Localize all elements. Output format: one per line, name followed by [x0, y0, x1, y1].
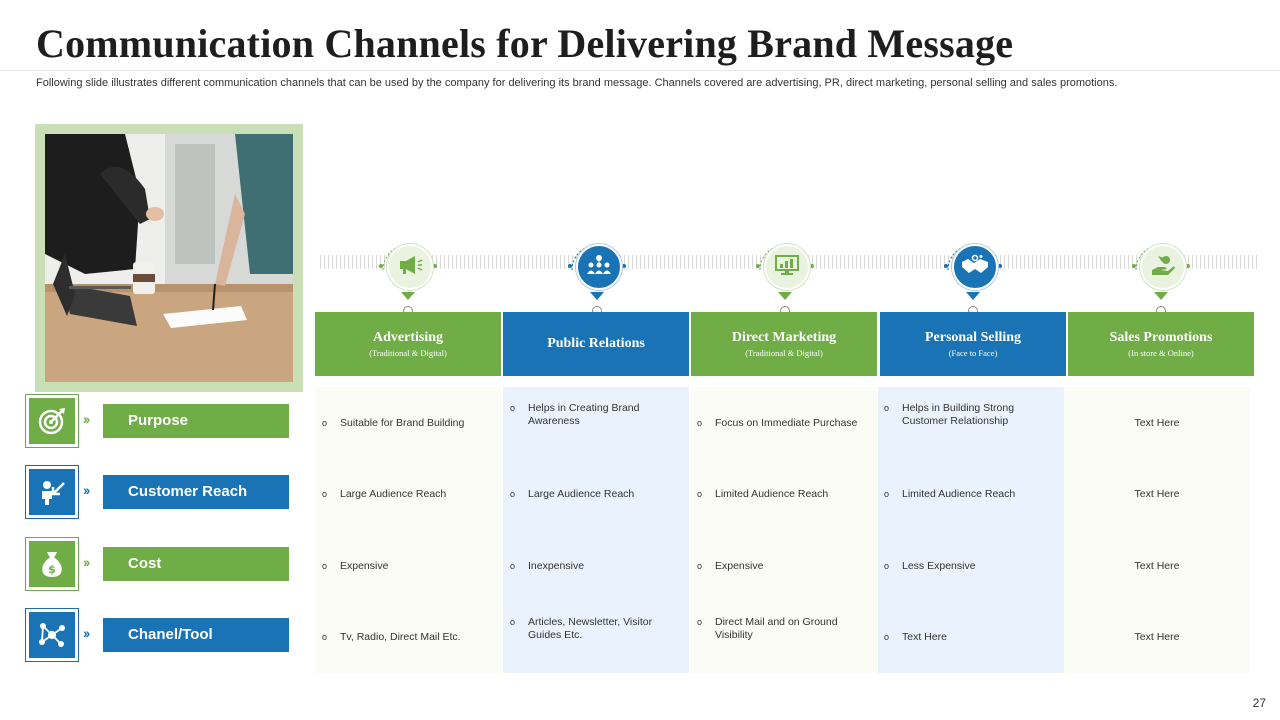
- slide-title: Communication Channels for Delivering Br…: [36, 21, 1014, 66]
- target-icon: [29, 398, 75, 444]
- purpose-icon-box: [25, 394, 79, 448]
- channel-icon-advertising: [377, 236, 439, 316]
- customer-reach-icon-box: [25, 465, 79, 519]
- bullet-icon: o: [697, 617, 703, 627]
- hand-money-icon: [1150, 254, 1176, 281]
- table-cell: Text Here: [1134, 416, 1180, 429]
- table-cell: Text Here: [1134, 487, 1180, 500]
- page-number: 27: [1252, 696, 1266, 710]
- channel-title: Personal Selling: [924, 330, 1022, 345]
- channel-header-advertising: Advertising (Traditional & Digital): [315, 312, 501, 376]
- channel-icon-public-relations: [566, 236, 628, 316]
- bullet-icon: o: [884, 488, 890, 499]
- bullet-icon: o: [322, 560, 328, 571]
- criteria-label: Cost: [103, 547, 289, 581]
- slide-subtitle: Following slide illustrates different co…: [36, 77, 1118, 89]
- criteria-channel-tool: ›› Chanel/Tool: [25, 608, 290, 662]
- business-meeting-photo: [45, 134, 293, 382]
- person-reach-icon: [29, 469, 75, 515]
- bullet-icon: o: [697, 560, 703, 571]
- megaphone-icon: [397, 254, 423, 281]
- channel-icon-direct-marketing: [754, 236, 816, 316]
- channel-subtitle: (Face to Face): [948, 348, 998, 358]
- channel-header-direct-marketing: Direct Marketing (Traditional & Digital): [691, 312, 877, 376]
- column-direct-marketing: [691, 387, 877, 673]
- network-icon: [29, 612, 75, 658]
- channel-title: Direct Marketing: [731, 330, 837, 345]
- channel-title: Public Relations: [547, 336, 645, 351]
- money-bag-icon: $: [29, 541, 75, 587]
- cost-icon-box: $: [25, 537, 79, 591]
- table-cell: Text Here: [1134, 630, 1180, 643]
- column-public-relations: [503, 387, 689, 673]
- bullet-icon: o: [697, 488, 703, 499]
- column-sales-promotions: [1064, 387, 1250, 673]
- bullet-icon: o: [697, 417, 703, 428]
- channel-header-sales-promotions: Sales Promotions (In store & Online): [1068, 312, 1254, 376]
- criteria-label: Purpose: [103, 404, 289, 438]
- channel-title: Advertising: [373, 330, 443, 345]
- bullet-icon: o: [322, 631, 328, 642]
- channel-tool-icon-box: [25, 608, 79, 662]
- handshake-icon: [961, 254, 989, 281]
- channel-subtitle: (In store & Online): [1128, 348, 1194, 358]
- chevron-icon: ››: [83, 554, 90, 570]
- chevron-icon: ››: [83, 411, 90, 427]
- chevron-icon: ››: [83, 482, 90, 498]
- criteria-purpose: ›› Purpose: [25, 394, 290, 448]
- svg-text:$: $: [48, 563, 56, 576]
- criteria-cost: $ ›› Cost: [25, 537, 290, 591]
- bullet-icon: o: [510, 488, 516, 499]
- channel-subtitle: (Traditional & Digital): [369, 348, 447, 358]
- people-group-icon: [586, 254, 612, 281]
- criteria-label: Customer Reach: [103, 475, 289, 509]
- bullet-icon: o: [510, 617, 516, 627]
- monitor-chart-icon: [774, 254, 800, 281]
- channel-icon-sales-promotions: [1130, 236, 1192, 316]
- criteria-label: Chanel/Tool: [103, 618, 289, 652]
- bullet-icon: o: [322, 417, 328, 428]
- bullet-icon: o: [884, 560, 890, 571]
- bullet-icon: o: [884, 631, 890, 642]
- channel-subtitle: (Traditional & Digital): [745, 348, 823, 358]
- bullet-icon: o: [510, 560, 516, 571]
- column-personal-selling: [878, 387, 1064, 673]
- channel-icon-personal-selling: [942, 236, 1004, 316]
- bullet-icon: o: [322, 488, 328, 499]
- column-advertising: [315, 387, 501, 673]
- channel-title: Sales Promotions: [1109, 330, 1213, 345]
- bullet-icon: o: [884, 403, 890, 413]
- channel-header-personal-selling: Personal Selling (Face to Face): [880, 312, 1066, 376]
- bullet-icon: o: [510, 403, 516, 413]
- table-cell: Text Here: [1134, 559, 1180, 572]
- criteria-customer-reach: ›› Customer Reach: [25, 465, 290, 519]
- channel-header-public-relations: Public Relations: [503, 312, 689, 376]
- photo-frame: [35, 124, 303, 392]
- title-divider: [0, 70, 1280, 71]
- chevron-icon: ››: [83, 625, 90, 641]
